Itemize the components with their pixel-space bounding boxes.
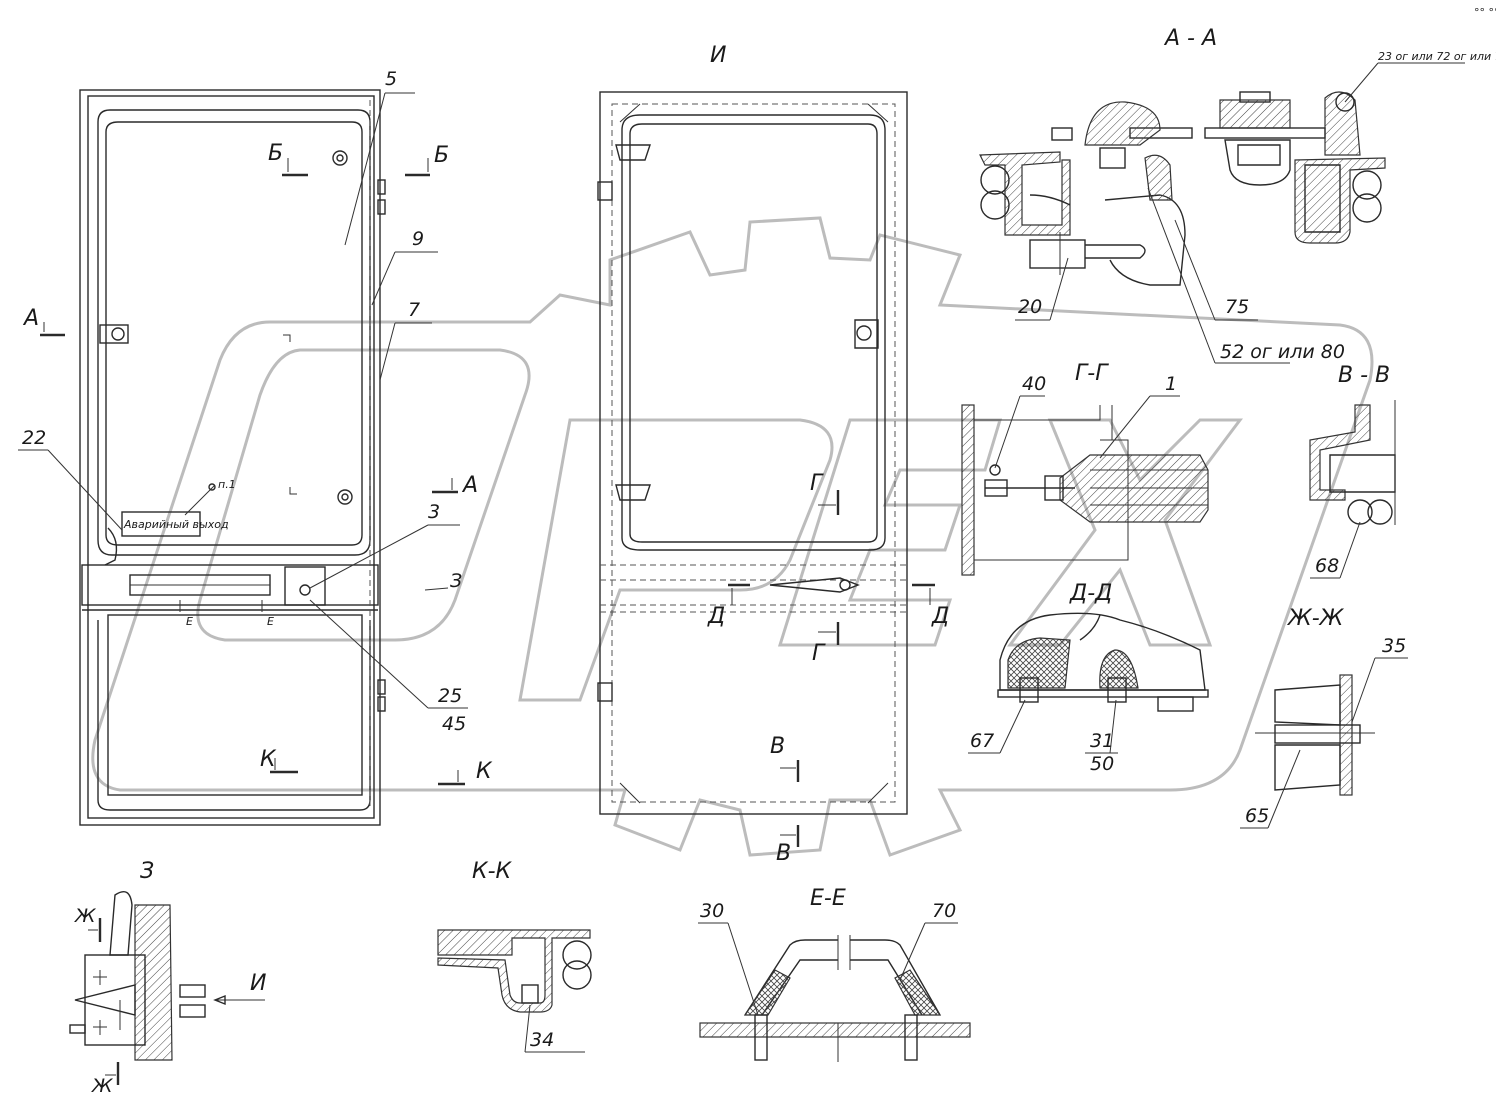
callout-30: 30 [700,900,724,922]
left-section-markers: А Б Б А З Е Е К К [22,141,493,786]
section-zhzh-title: Ж-Ж [1286,606,1345,631]
section-aa: А - А [979,26,1386,286]
callout-52-80: 52 ог или 80 [1220,341,1345,363]
view-z: З Ж Ж И [69,859,266,1097]
section-vv-title: В - В [1338,363,1390,388]
marker-b-left: Б [268,141,283,166]
section-zhzh-callouts: 35 65 [1240,635,1408,829]
marker-z: З [450,570,462,592]
marker-v-top: В [770,734,785,759]
callout-40: 40 [1022,373,1046,395]
marker-e-right: Е [267,615,274,628]
callout-25: 25 [438,685,462,707]
callout-65: 65 [1245,805,1269,827]
view-i-markers: Г Д Д Г В В [707,471,949,866]
section-gg-title: Г-Г [1075,361,1109,386]
section-kk-title: К-К [472,859,513,884]
marker-g-bottom: Г [812,641,826,666]
marker-a-right: А [461,473,478,498]
section-dd-title: Д-Д [1069,581,1112,606]
door-front-view: Аварийный выход п.1 [79,89,386,826]
section-dd-callouts: 67 31 50 [968,699,1118,775]
section-gg-callouts: 40 1 [994,373,1180,469]
callout-31: 31 [1090,730,1114,752]
marker-zh-bottom: Ж [91,1075,114,1097]
marker-e-left: Е [186,615,193,628]
section-zhzh: Ж-Ж [1255,606,1375,796]
callout-3: 3 [428,501,440,523]
marker-zh-top: Ж [74,905,97,927]
callout-22: 22 [22,427,46,449]
view-z-title: З [140,859,154,884]
watermark-logo [91,216,1374,857]
marker-d-left: Д [707,604,725,629]
callout-7: 7 [408,299,420,321]
section-kk: К-К 34 [437,859,592,1053]
callout-9: 9 [412,228,424,250]
view-i-title: И [710,43,726,68]
section-aa-callouts: 20 75 52 ог или 80 23 ог или 72 ог или 7… [1015,50,1496,364]
emergency-exit-plate: Аварийный выход [123,518,229,531]
marker-v-bottom: В [776,841,791,866]
note-p1: п.1 [218,478,236,491]
callout-35: 35 [1382,635,1406,657]
section-gg: Г-Г [961,361,1209,576]
callout-67: 67 [970,730,994,752]
callout-45: 45 [442,713,466,735]
section-dd: Д-Д [997,581,1209,712]
marker-a-left: А [22,306,39,331]
callout-70: 70 [932,900,956,922]
corner-mark: °° °°° [1474,6,1496,19]
marker-k-left: К [260,747,277,772]
marker-d-right: Д [931,604,949,629]
door-view-i: И [597,43,908,815]
section-vv: В - В 68 [1309,363,1396,579]
marker-i-arrow: И [250,971,266,996]
marker-k-right: К [476,759,493,784]
section-aa-title: А - А [1163,26,1217,51]
section-ee-title: Е-Е [810,886,846,911]
marker-b-right: Б [434,143,449,168]
callout-20: 20 [1018,296,1042,318]
callout-23-72-77: 23 ог или 72 ог или 77 [1378,50,1496,63]
left-callouts: 5 9 7 22 3 25 45 [18,68,468,735]
marker-g-top: Г [810,471,824,496]
callout-5: 5 [385,68,397,90]
callout-34: 34 [530,1029,554,1051]
section-ee: Е-Е 30 70 [698,886,971,1062]
callout-1: 1 [1165,373,1177,395]
callout-50: 50 [1090,753,1114,775]
callout-68: 68 [1315,555,1339,577]
callout-75: 75 [1225,296,1249,318]
